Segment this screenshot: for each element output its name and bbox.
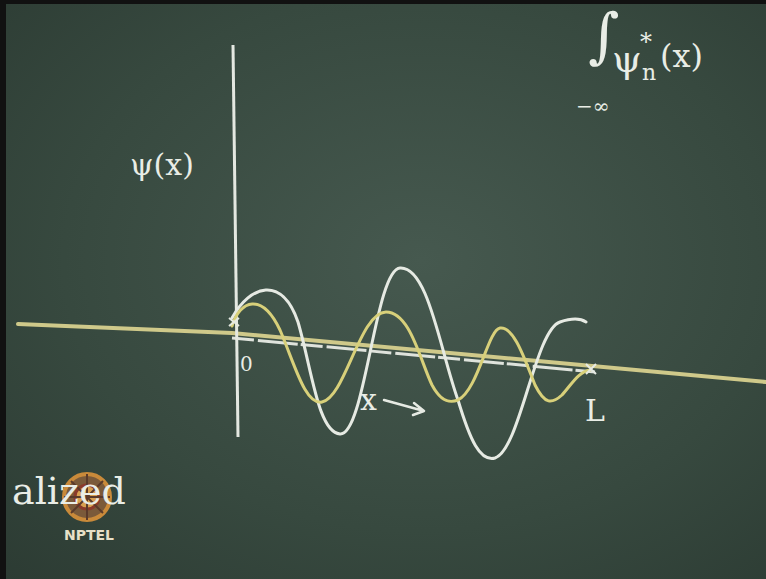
argument: (x) — [660, 40, 703, 72]
integral-limit: −∞ — [576, 96, 609, 116]
state-index: n — [642, 62, 656, 84]
wavefunction-symbol: ψ — [612, 40, 642, 78]
conjugate-mark: * — [640, 30, 652, 54]
logo-text: NPTEL — [64, 528, 114, 542]
partial-word: alized — [12, 472, 126, 510]
origin-label: 0 — [240, 354, 253, 374]
box-length-label: L — [585, 396, 605, 426]
axis-label: ψ(x) — [130, 150, 194, 180]
axis-variable: x — [360, 385, 377, 415]
